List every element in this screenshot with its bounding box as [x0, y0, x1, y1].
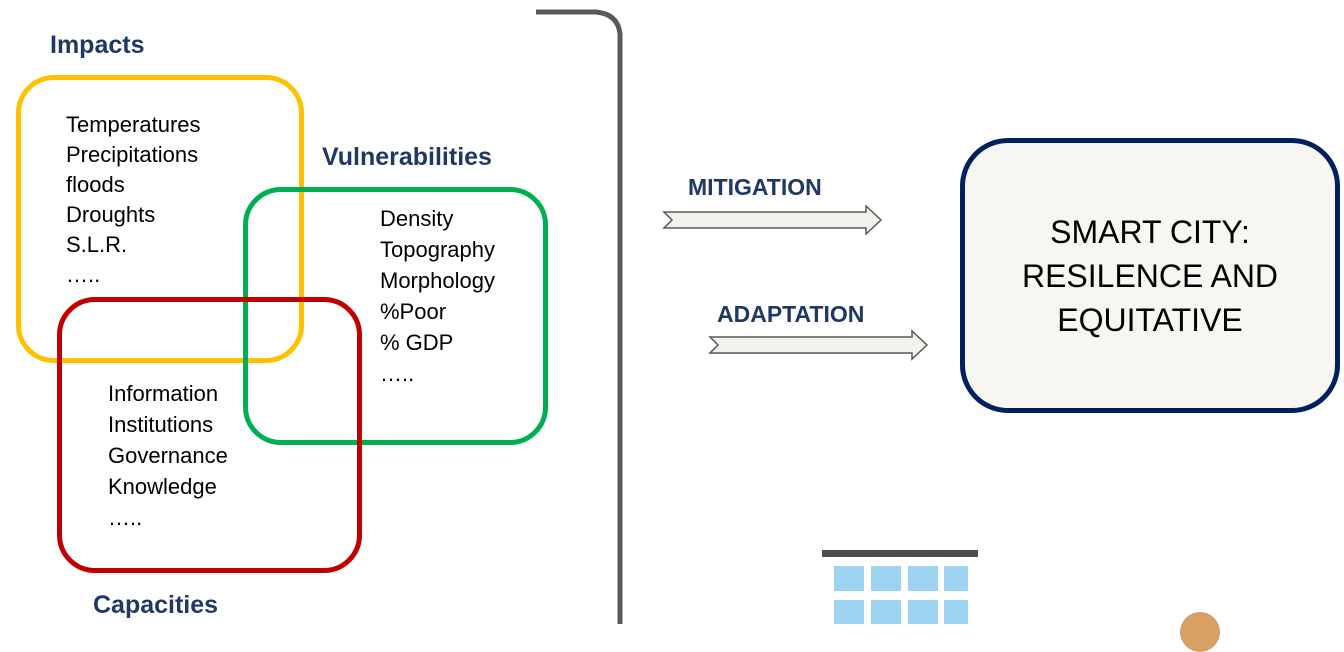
mitigation-label: MITIGATION: [688, 174, 822, 200]
smart-city-line: RESILENCE AND: [1021, 257, 1279, 294]
impacts-item: Temperatures: [66, 112, 201, 137]
impacts-item: Precipitations: [66, 142, 199, 167]
diagram-connectors: [536, 9, 929, 624]
smart-city-line: SMART CITY:: [1050, 213, 1250, 250]
capacities-item: Knowledge: [108, 474, 217, 499]
capacities-heading: Capacities: [93, 591, 219, 619]
vulnerabilities-heading: Vulnerabilities: [322, 143, 492, 171]
vulnerabilities-item: % GDP: [380, 330, 454, 355]
adaptation-arrow-icon: [708, 329, 929, 361]
vulnerabilities-box: [243, 187, 548, 445]
impacts-item: Droughts: [66, 202, 156, 227]
vulnerabilities-item: Topography: [380, 237, 495, 262]
capacities-item: …..: [108, 505, 143, 530]
right-bracket-icon: [536, 9, 623, 624]
impacts-box: [16, 75, 304, 363]
impacts-item: floods: [66, 172, 125, 197]
capacities-list: Information Institutions Governance Know…: [108, 378, 228, 533]
impacts-item: …..: [66, 262, 101, 287]
capacities-box: [57, 297, 362, 573]
vulnerabilities-list: Density Topography Morphology %Poor % GD…: [380, 203, 495, 389]
person-icon: [1180, 612, 1220, 652]
capacities-item: Information: [108, 381, 219, 406]
impacts-list: Temperatures Precipitations floods Droug…: [66, 110, 201, 290]
vulnerabilities-item: %Poor: [380, 299, 447, 324]
mitigation-arrow-icon: [662, 204, 883, 236]
capacities-item: Governance: [108, 443, 228, 468]
capacities-item: Institutions: [108, 412, 214, 437]
vulnerabilities-item: …..: [380, 361, 415, 386]
vulnerabilities-item: Density: [380, 206, 454, 231]
impacts-heading: Impacts: [50, 31, 145, 59]
building-icon: [822, 550, 978, 624]
vulnerabilities-item: Morphology: [380, 268, 495, 293]
impacts-item: S.L.R.: [66, 232, 128, 257]
smart-city-line: EQUITATIVE: [1057, 301, 1243, 338]
adaptation-label: ADAPTATION: [717, 301, 865, 327]
smart-city-box: SMART CITY: RESILENCE AND EQUITATIVE: [960, 138, 1340, 413]
